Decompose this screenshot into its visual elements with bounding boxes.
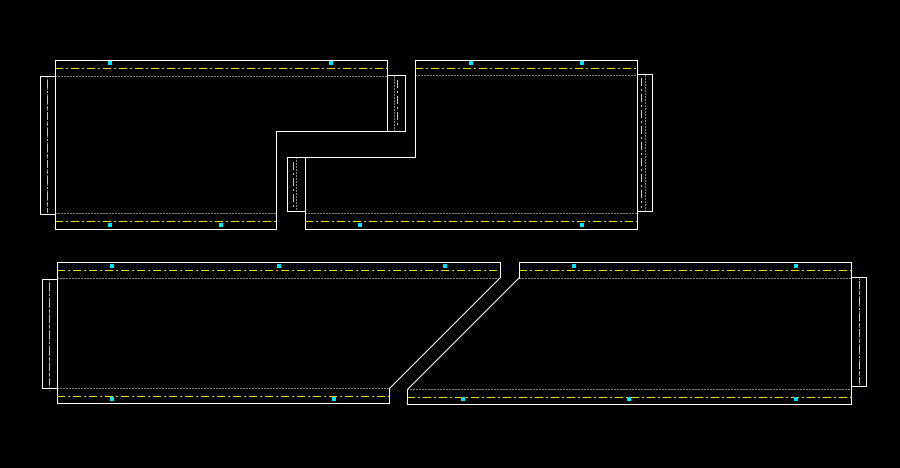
snap-marker[interactable] xyxy=(110,397,114,401)
snap-marker[interactable] xyxy=(329,61,333,65)
snap-marker[interactable] xyxy=(580,223,584,227)
snap-marker[interactable] xyxy=(108,61,112,65)
snap-marker[interactable] xyxy=(461,397,465,401)
snap-marker[interactable] xyxy=(358,223,362,227)
snap-marker[interactable] xyxy=(469,61,473,65)
snap-marker[interactable] xyxy=(794,397,798,401)
piece-top-left[interactable] xyxy=(40,60,406,230)
piece-bottom-left[interactable] xyxy=(42,262,501,404)
snap-marker[interactable] xyxy=(794,264,798,268)
snap-marker[interactable] xyxy=(277,264,281,268)
snap-marker[interactable] xyxy=(627,397,631,401)
snap-marker[interactable] xyxy=(572,264,576,268)
piece-outline xyxy=(42,262,501,404)
snap-marker[interactable] xyxy=(110,264,114,268)
piece-top-right[interactable] xyxy=(287,60,653,230)
snap-marker[interactable] xyxy=(108,223,112,227)
snap-marker[interactable] xyxy=(580,61,584,65)
piece-bottom-right[interactable] xyxy=(407,262,867,405)
snap-marker[interactable] xyxy=(443,264,447,268)
snap-marker[interactable] xyxy=(332,397,336,401)
snap-marker[interactable] xyxy=(219,223,223,227)
